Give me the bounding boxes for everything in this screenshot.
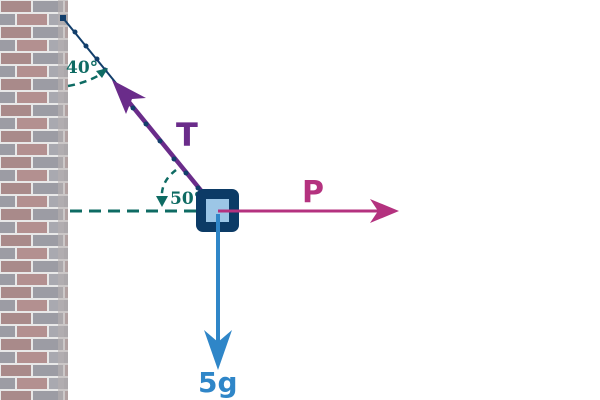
- horizontal-angle-arrowhead: [156, 196, 168, 207]
- weight-label: 5g: [198, 366, 238, 399]
- block: [196, 189, 239, 232]
- tension-label: T: [176, 116, 198, 154]
- push-label: P: [302, 175, 324, 210]
- horizontal-angle-arc: [160, 169, 177, 201]
- wall-angle-arc: [67, 70, 105, 88]
- horizontal-angle-label: 50°: [170, 189, 202, 209]
- push-arrow: [218, 199, 399, 223]
- brick-wall: [0, 0, 68, 400]
- wall-angle-arrowhead: [96, 68, 108, 78]
- tension-arrow: [112, 80, 214, 206]
- weight-arrow: [204, 214, 232, 370]
- wall-angle-label: 40°: [66, 58, 98, 78]
